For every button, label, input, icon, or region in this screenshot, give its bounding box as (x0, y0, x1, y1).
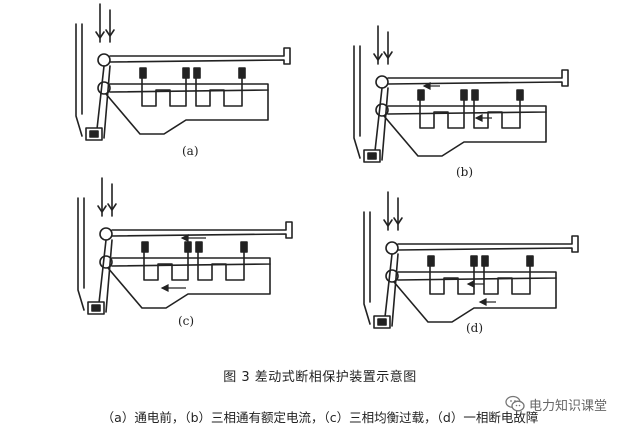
panel-d-label: (d) (466, 321, 483, 335)
figure-legend: （a）通电前，（b）三相通有额定电流，（c）三相均衡过载，（d）一相断电故障 (101, 410, 539, 425)
figure-caption: 图 3 差动式断相保护装置示意图 (223, 370, 417, 385)
watermark: 电力知识课堂 (505, 394, 607, 414)
panel-c-mechanism (77, 177, 293, 315)
panel-a-label: (a) (182, 144, 199, 158)
panel-a-mechanism (75, 3, 291, 141)
panel-d-mechanism (363, 191, 579, 329)
panel-c-label: (c) (178, 314, 194, 328)
wechat-icon (505, 395, 525, 412)
panel-b-label: (b) (456, 165, 473, 179)
watermark-text: 电力知识课堂 (529, 398, 608, 414)
panel-b-mechanism (353, 25, 569, 163)
